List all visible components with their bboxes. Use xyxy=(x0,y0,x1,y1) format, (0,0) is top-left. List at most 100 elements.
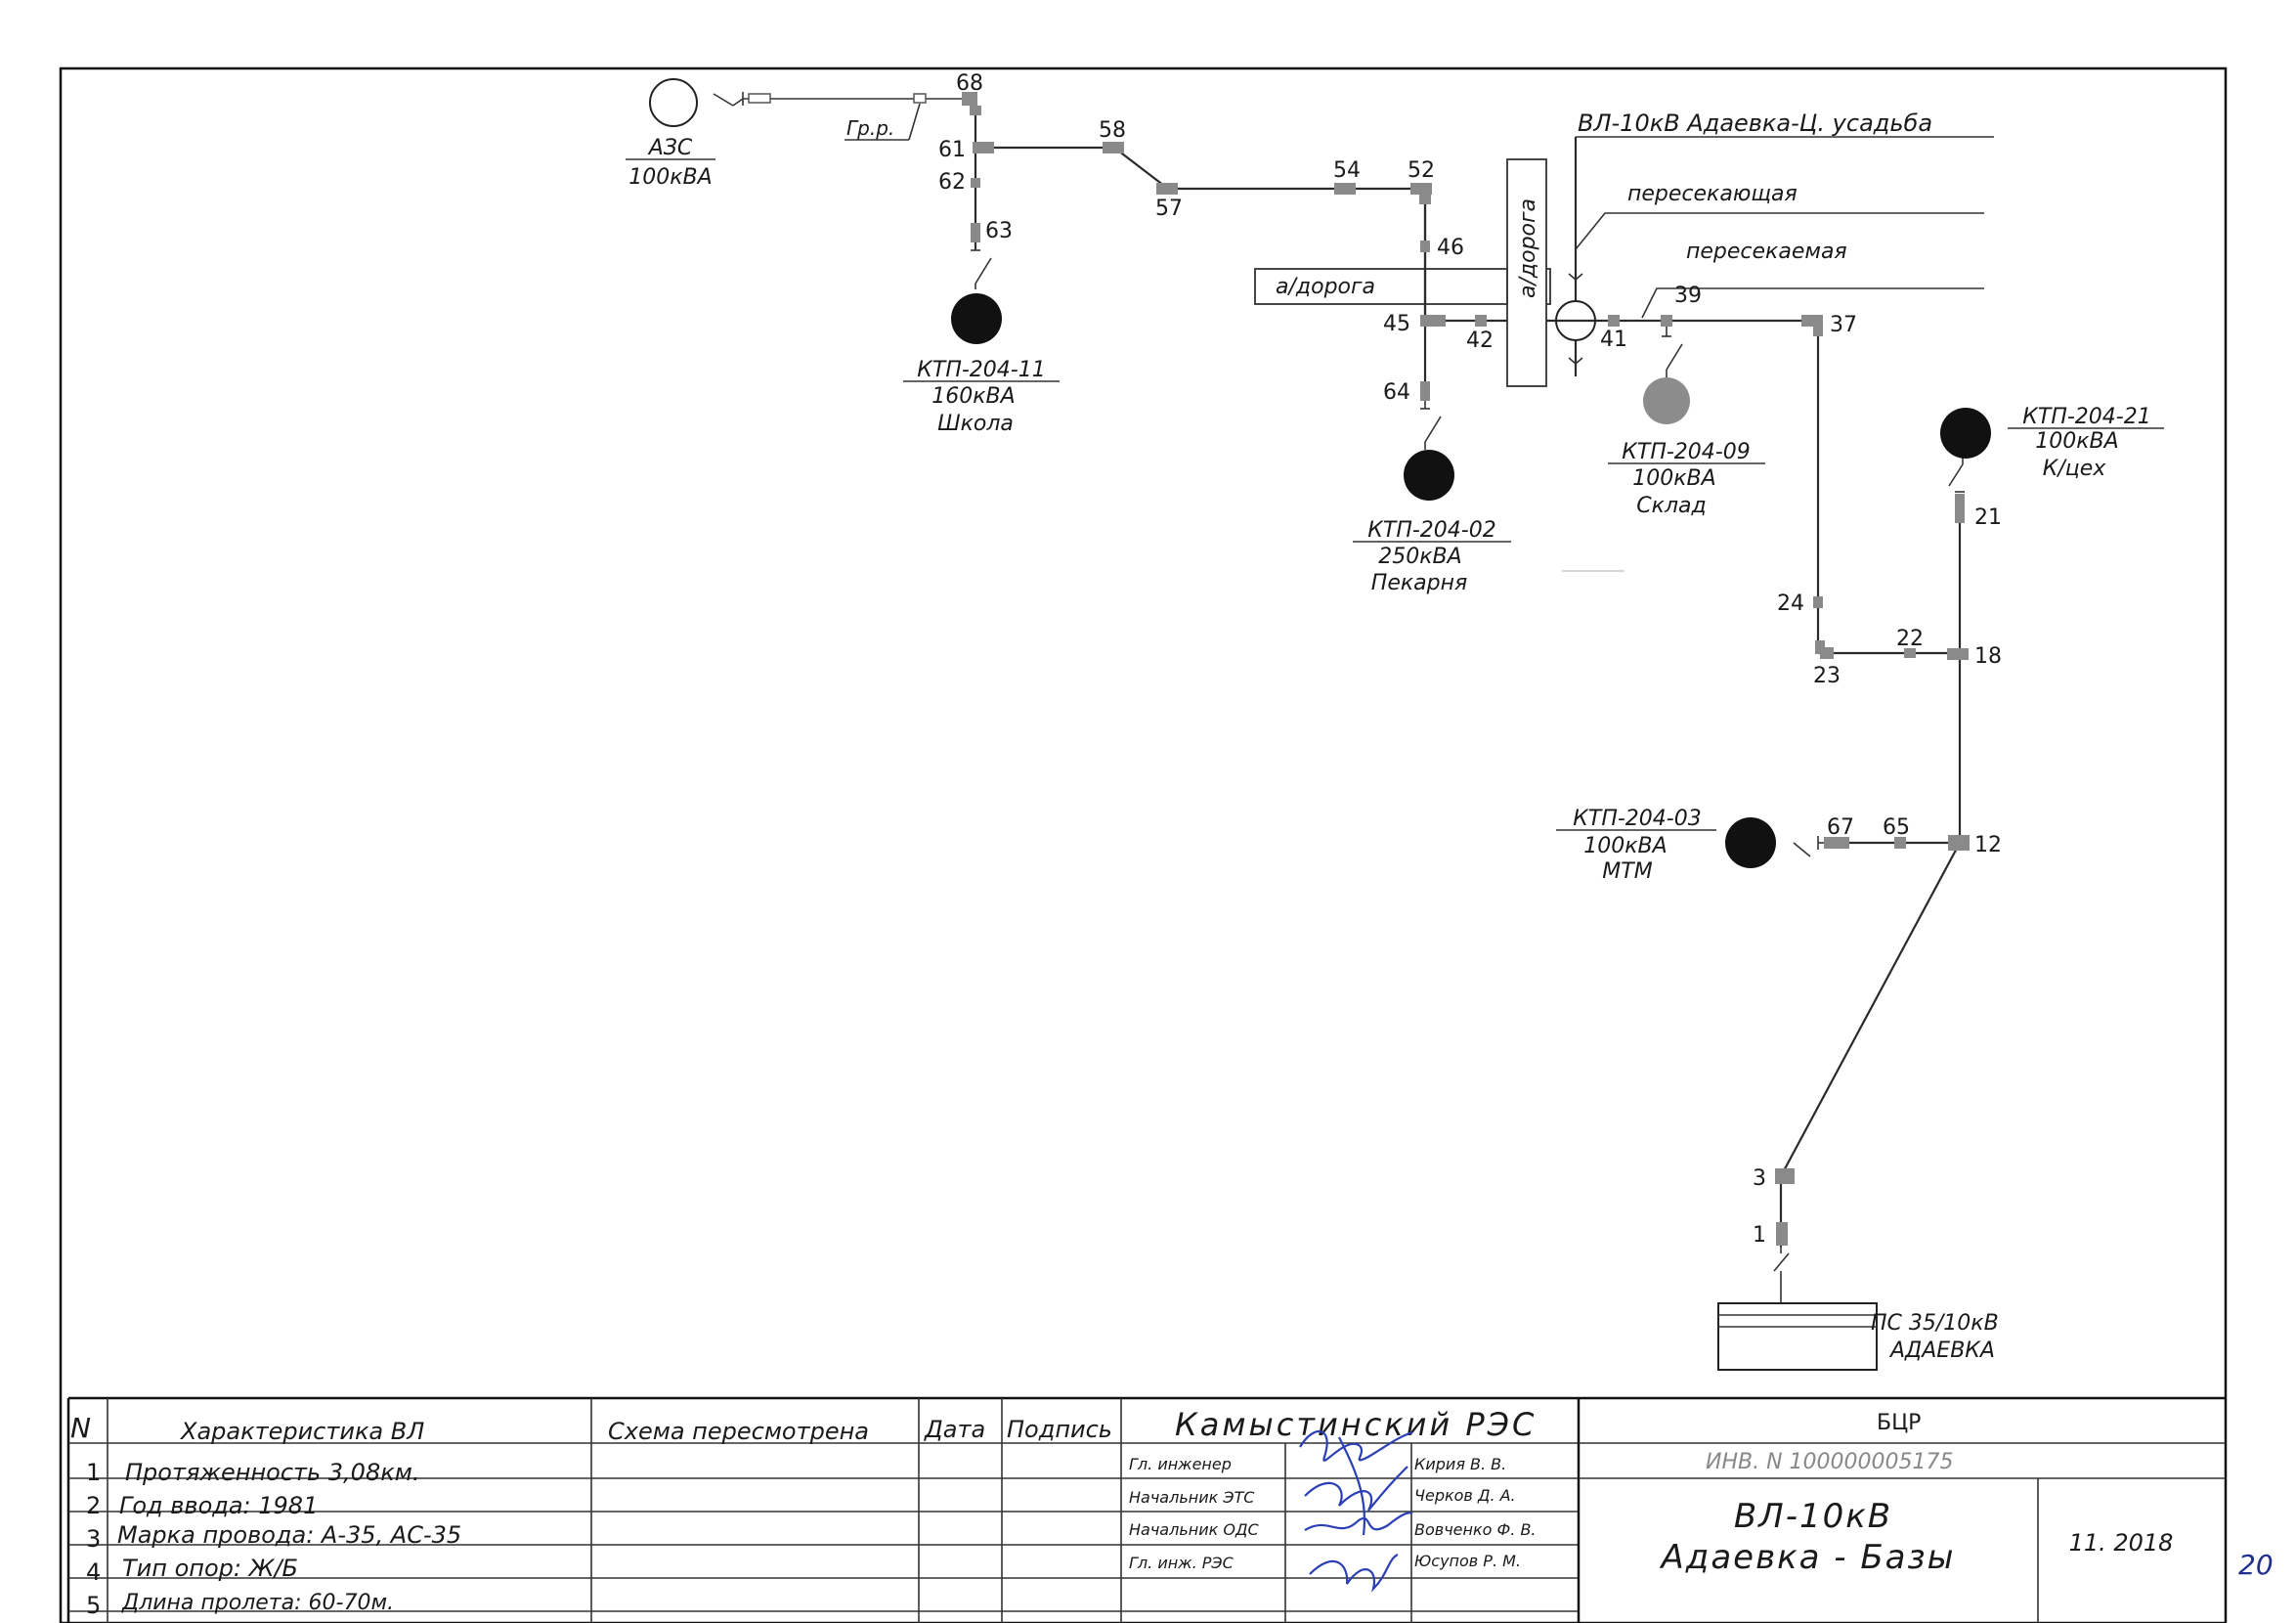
pole-37 xyxy=(1801,315,1823,327)
staff-1-name: Кирия В. В. xyxy=(1414,1455,1506,1473)
pole-3 xyxy=(1775,1168,1795,1184)
azs-power: 100кВА xyxy=(628,165,712,190)
label-64: 64 xyxy=(1383,380,1410,405)
row-1-text: Протяженность 3,08км. xyxy=(125,1459,419,1486)
label-1: 1 xyxy=(1753,1223,1766,1248)
drawing-title-line-1: ВЛ-10кВ xyxy=(1734,1497,1892,1536)
inventory-number: ИНВ. N 100000005175 xyxy=(1706,1450,1954,1474)
ktp-204-09-power: 100кВА xyxy=(1632,466,1715,491)
ktp-204-02-desc: Пекарня xyxy=(1371,571,1467,595)
label-65: 65 xyxy=(1883,815,1910,840)
label-12: 12 xyxy=(1974,833,2002,857)
substation-desc: АДАЕВКА xyxy=(1888,1338,1995,1363)
drawing-frame xyxy=(59,66,2228,1623)
line-title: ВЛ-10кВ Адаевка-Ц. усадьба xyxy=(1578,110,1932,137)
pole-63 xyxy=(971,223,980,242)
label-22: 22 xyxy=(1896,627,1924,651)
pole-64 xyxy=(1420,381,1430,401)
ktp-204-03-symbol xyxy=(1725,817,1776,868)
row-4-n: 4 xyxy=(86,1558,101,1586)
road-label-horizontal: а/дорога xyxy=(1276,275,1375,299)
col-sign-header: Подпись xyxy=(1007,1416,1112,1443)
staff-2-name: Черков Д. А. xyxy=(1414,1486,1516,1505)
pole-61 xyxy=(973,142,994,154)
ktp-204-03-name: КТП-204-03 xyxy=(1573,807,1701,831)
staff-2-role: Начальник ЭТС xyxy=(1129,1488,1255,1507)
ktp-204-09-name: КТП-204-09 xyxy=(1622,440,1750,464)
pole-18 xyxy=(1947,648,1969,660)
label-46: 46 xyxy=(1437,236,1464,260)
handwritten-signatures xyxy=(1299,1429,1413,1593)
pole-46 xyxy=(1420,241,1430,252)
ktp-204-11-symbol xyxy=(951,293,1002,344)
title-block: N Характеристика ВЛ Схема пересмотрена Д… xyxy=(66,1396,2226,1623)
label-39: 39 xyxy=(1674,284,1702,308)
ktp-204-21-name: КТП-204-21 xyxy=(2022,405,2150,429)
label-63: 63 xyxy=(985,219,1013,243)
road-crossing xyxy=(1254,136,1994,572)
pole-57 xyxy=(1156,183,1178,195)
staff-3-role: Начальник ОДС xyxy=(1129,1520,1259,1539)
pole-22 xyxy=(1904,648,1916,658)
ktp-204-21-symbol xyxy=(1940,408,1991,459)
staff-1-role: Гл. инженер xyxy=(1129,1455,1232,1473)
label-54: 54 xyxy=(1333,158,1361,183)
ktp-204-21-power: 100кВА xyxy=(2035,429,2118,454)
azs-name: АЗС xyxy=(647,136,693,160)
label-45: 45 xyxy=(1383,312,1410,336)
pole-21 xyxy=(1955,494,1965,523)
label-68: 68 xyxy=(956,71,983,96)
col-n-header: N xyxy=(70,1412,91,1444)
row-4-text: Тип опор: Ж/Б xyxy=(122,1555,298,1582)
switches xyxy=(713,92,1965,1272)
ktp-204-02-symbol xyxy=(1404,450,1454,501)
ktp-204-11-desc: Школа xyxy=(937,412,1014,436)
label-37: 37 xyxy=(1830,313,1857,337)
label-21: 21 xyxy=(1974,505,2002,530)
pole-1 xyxy=(1776,1222,1788,1246)
pole-42 xyxy=(1475,315,1487,327)
pole-65 xyxy=(1894,837,1906,849)
label-41: 41 xyxy=(1600,328,1627,352)
ktp-204-21-desc: К/цех xyxy=(2043,457,2107,481)
crossed-label: пересекаемая xyxy=(1686,240,1847,264)
substation-name: ПС 35/10кВ xyxy=(1871,1311,1999,1336)
label-57: 57 xyxy=(1155,197,1183,221)
label-3: 3 xyxy=(1753,1166,1766,1191)
label-52: 52 xyxy=(1408,158,1435,183)
label-18: 18 xyxy=(1974,644,2002,669)
label-61: 61 xyxy=(938,138,966,162)
pole-62 xyxy=(971,178,980,188)
ktp-204-03-power: 100кВА xyxy=(1583,834,1667,858)
row-3-n: 3 xyxy=(86,1525,101,1553)
label-24: 24 xyxy=(1777,592,1804,616)
department: БЦР xyxy=(1877,1411,1921,1435)
pole-45 xyxy=(1420,315,1446,327)
pole-24 xyxy=(1813,596,1823,608)
substation-symbol xyxy=(1717,1302,1878,1371)
organization-name: Камыстинский РЭС xyxy=(1175,1406,1537,1443)
poles xyxy=(962,92,1970,1246)
ktp-204-09-symbol xyxy=(1643,377,1690,424)
col-date-header: Дата xyxy=(924,1416,985,1443)
col-characteristic-header: Характеристика ВЛ xyxy=(179,1418,424,1445)
drawing-title-line-2: Адаевка - Базы xyxy=(1660,1538,1956,1577)
diagram-labels: ВЛ-10кВ Адаевка-Ц. усадьба пересекающая … xyxy=(626,71,2164,1363)
pole-54 xyxy=(1334,183,1356,195)
row-1-n: 1 xyxy=(86,1459,101,1486)
stations xyxy=(649,78,1991,1371)
label-23: 23 xyxy=(1813,664,1841,688)
handwritten-sheet-note: 20 xyxy=(2238,1549,2274,1581)
pole-58 xyxy=(1103,142,1124,154)
ktp-204-09-desc: Склад xyxy=(1636,494,1706,518)
label-62: 62 xyxy=(938,170,966,195)
ktp-204-02-name: КТП-204-02 xyxy=(1367,518,1495,543)
ktp-204-11-name: КТП-204-11 xyxy=(917,358,1045,382)
staff-4-role: Гл. инж. РЭС xyxy=(1129,1554,1235,1572)
pole-67 xyxy=(1824,837,1849,849)
row-3-text: Марка провода: А-35, АС-35 xyxy=(117,1521,461,1549)
ktp-204-03-desc: МТМ xyxy=(1602,859,1652,884)
staff-4-name: Юсупов Р. М. xyxy=(1414,1552,1521,1570)
ktp-204-02-power: 250кВА xyxy=(1378,545,1461,569)
